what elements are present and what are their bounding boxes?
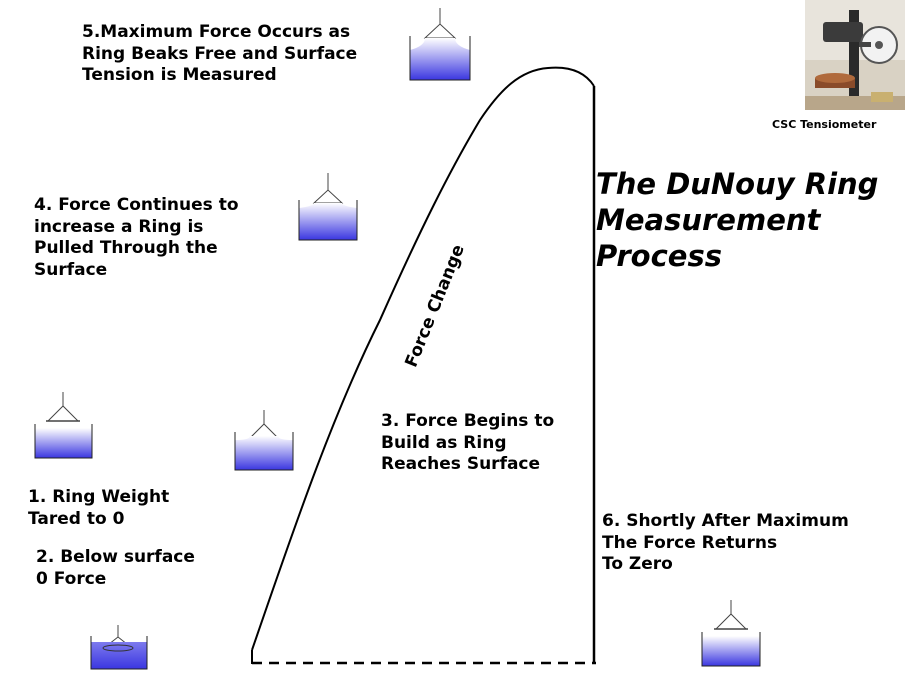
beaker-ring-icon xyxy=(298,173,358,241)
step-4-label: 4. Force Continues to increase a Ring is… xyxy=(34,195,239,280)
step-3-label: 3. Force Begins to Build as Ring Reaches… xyxy=(381,411,555,474)
step-6-label: 6. Shortly After Maximum The Force Retur… xyxy=(602,511,849,574)
step-1-label: 1. Ring Weight Tared to 0 xyxy=(28,487,170,529)
page-title: The DuNouy Ring Measurement Process xyxy=(596,167,879,273)
beaker-ring-icon xyxy=(409,8,471,81)
step-5-label: 5.Maximum Force Occurs as Ring Beaks Fre… xyxy=(82,22,358,85)
photo-caption: CSC Tensiometer xyxy=(772,118,877,131)
beaker-ring-icon xyxy=(701,600,761,667)
step-2-label: 2. Below surface 0 Force xyxy=(36,547,195,589)
beaker-ring-icon xyxy=(90,625,148,670)
beaker-ring-icon xyxy=(234,410,294,471)
tensiometer-photo xyxy=(805,0,905,110)
force-curve xyxy=(251,66,595,651)
beaker-ring-icon xyxy=(34,392,93,459)
